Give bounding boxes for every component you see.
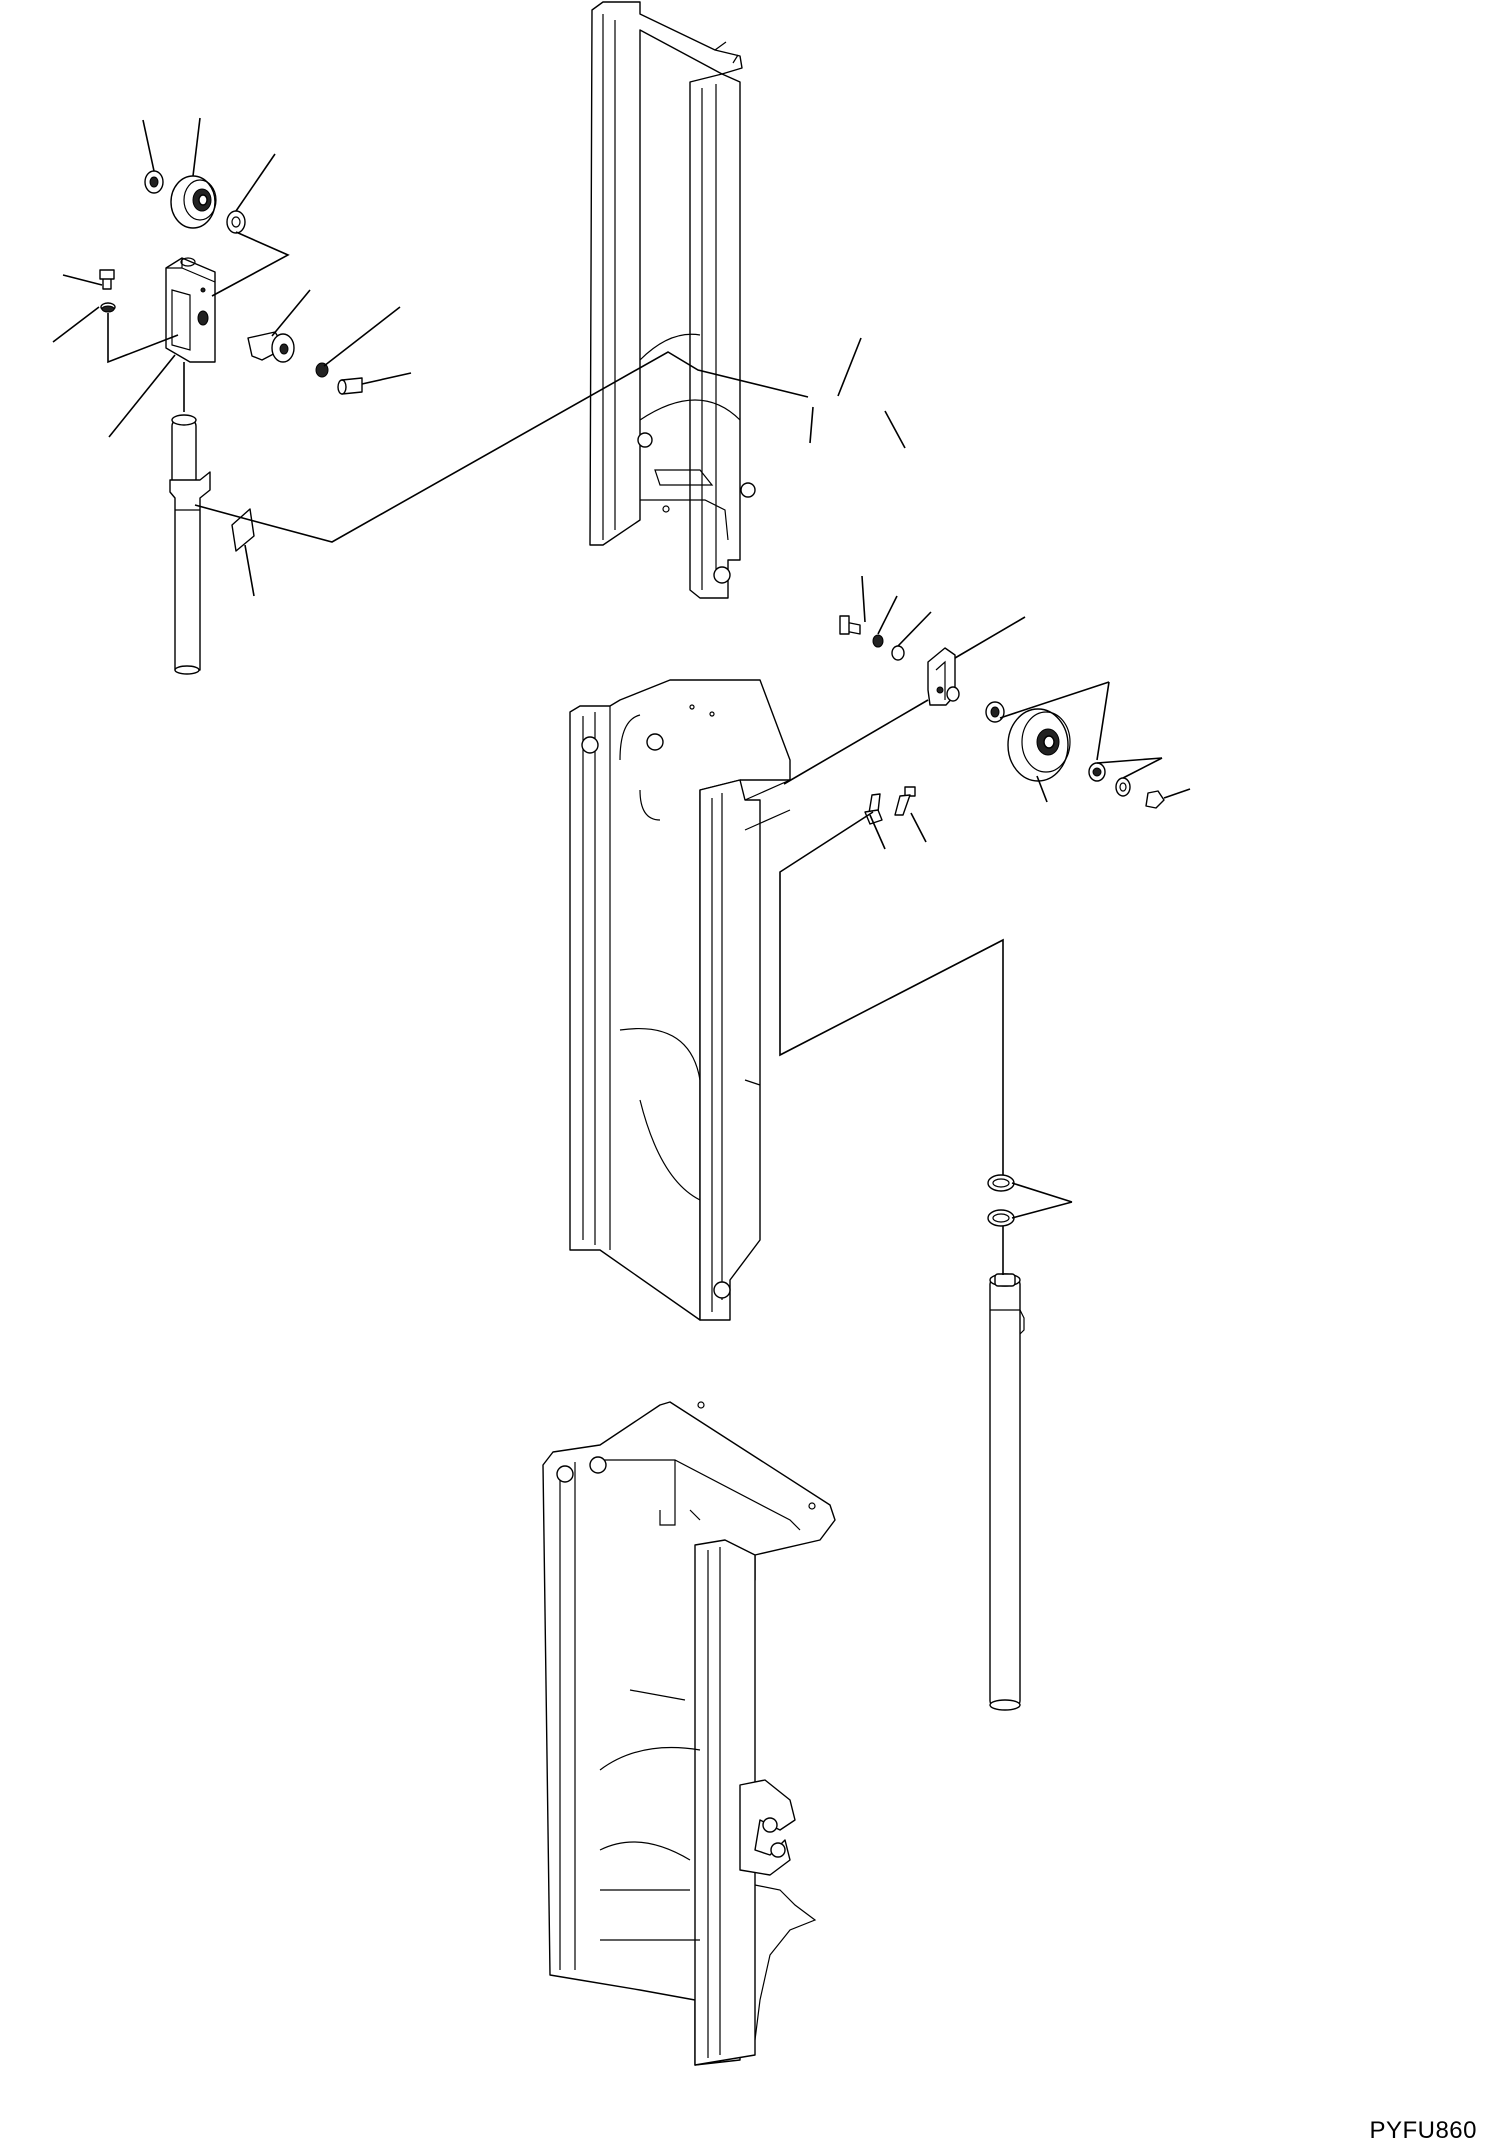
- middle-mast: [569, 679, 791, 1321]
- inner-mast: [589, 1, 756, 599]
- lift-cylinder-right: [989, 1273, 1025, 1711]
- outer-mast: [542, 1401, 836, 2066]
- lift-cylinder-left: [169, 414, 211, 675]
- left-sheave-assembly: [99, 170, 363, 552]
- connection-lines: [107, 231, 1110, 1275]
- callout-leaders: [52, 117, 1191, 850]
- right-sheave-assembly: [839, 615, 1165, 825]
- drawing-code: PYFU860: [1369, 2117, 1477, 2144]
- o-rings: [987, 1174, 1015, 1227]
